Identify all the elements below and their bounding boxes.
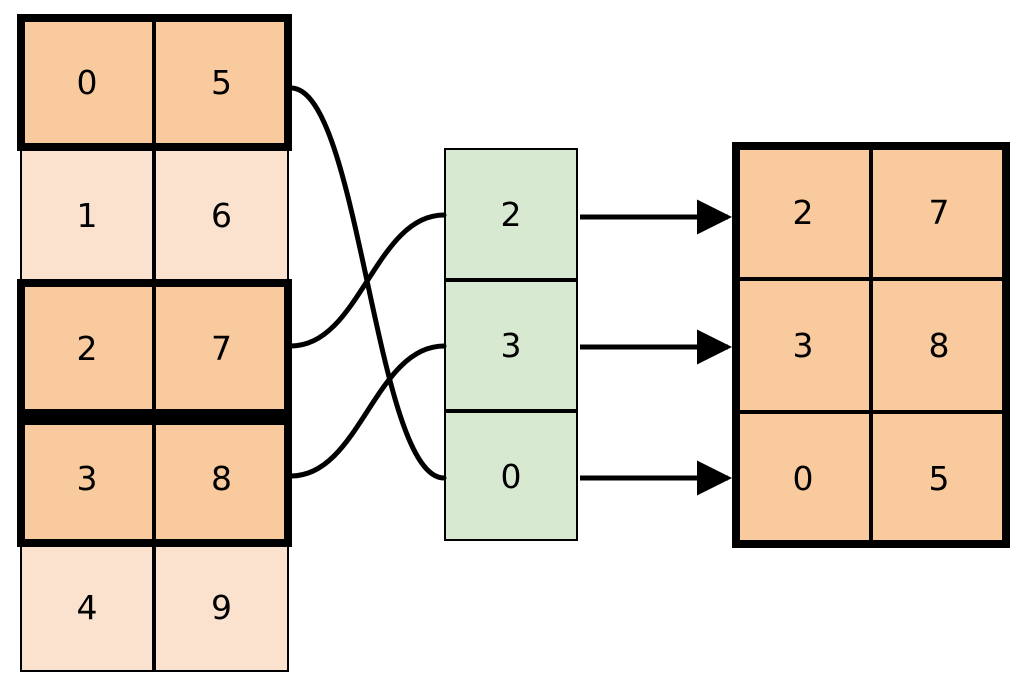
right-cell-r1c1: 8 xyxy=(871,279,1007,412)
left-cell-r4c0: 4 xyxy=(20,543,154,672)
left-cell-r1c1: 6 xyxy=(154,148,289,283)
left-cell-r0c1: 5 xyxy=(154,17,289,148)
left-cell-r3c0: 3 xyxy=(20,413,154,543)
left-cell-r2c0: 2 xyxy=(20,283,154,413)
curve-left-row0-to-index-slot2 xyxy=(288,85,447,481)
left-cell-r3c1: 8 xyxy=(154,413,289,543)
index-cell-0: 2 xyxy=(444,148,578,280)
right-matrix: 2 7 3 8 0 5 xyxy=(735,145,1007,545)
index-cell-2: 0 xyxy=(444,411,578,541)
left-cell-r1c0: 1 xyxy=(20,148,154,283)
right-cell-r1c0: 3 xyxy=(735,279,871,412)
permutation-index-column: 2 3 0 xyxy=(444,148,578,541)
left-cell-r0c0: 0 xyxy=(20,17,154,148)
right-cell-r2c0: 0 xyxy=(735,412,871,545)
curve-left-row2-to-index-slot0 xyxy=(288,212,447,349)
right-cell-r2c1: 5 xyxy=(871,412,1007,545)
index-cell-1: 3 xyxy=(444,280,578,411)
left-cell-r4c1: 9 xyxy=(154,543,289,672)
curve-left-row3-to-index-slot1 xyxy=(288,343,447,479)
right-cell-r0c0: 2 xyxy=(735,145,871,279)
left-matrix: 0 5 1 6 2 7 3 8 4 9 xyxy=(20,17,289,672)
left-cell-r2c1: 7 xyxy=(154,283,289,413)
right-cell-r0c1: 7 xyxy=(871,145,1007,279)
